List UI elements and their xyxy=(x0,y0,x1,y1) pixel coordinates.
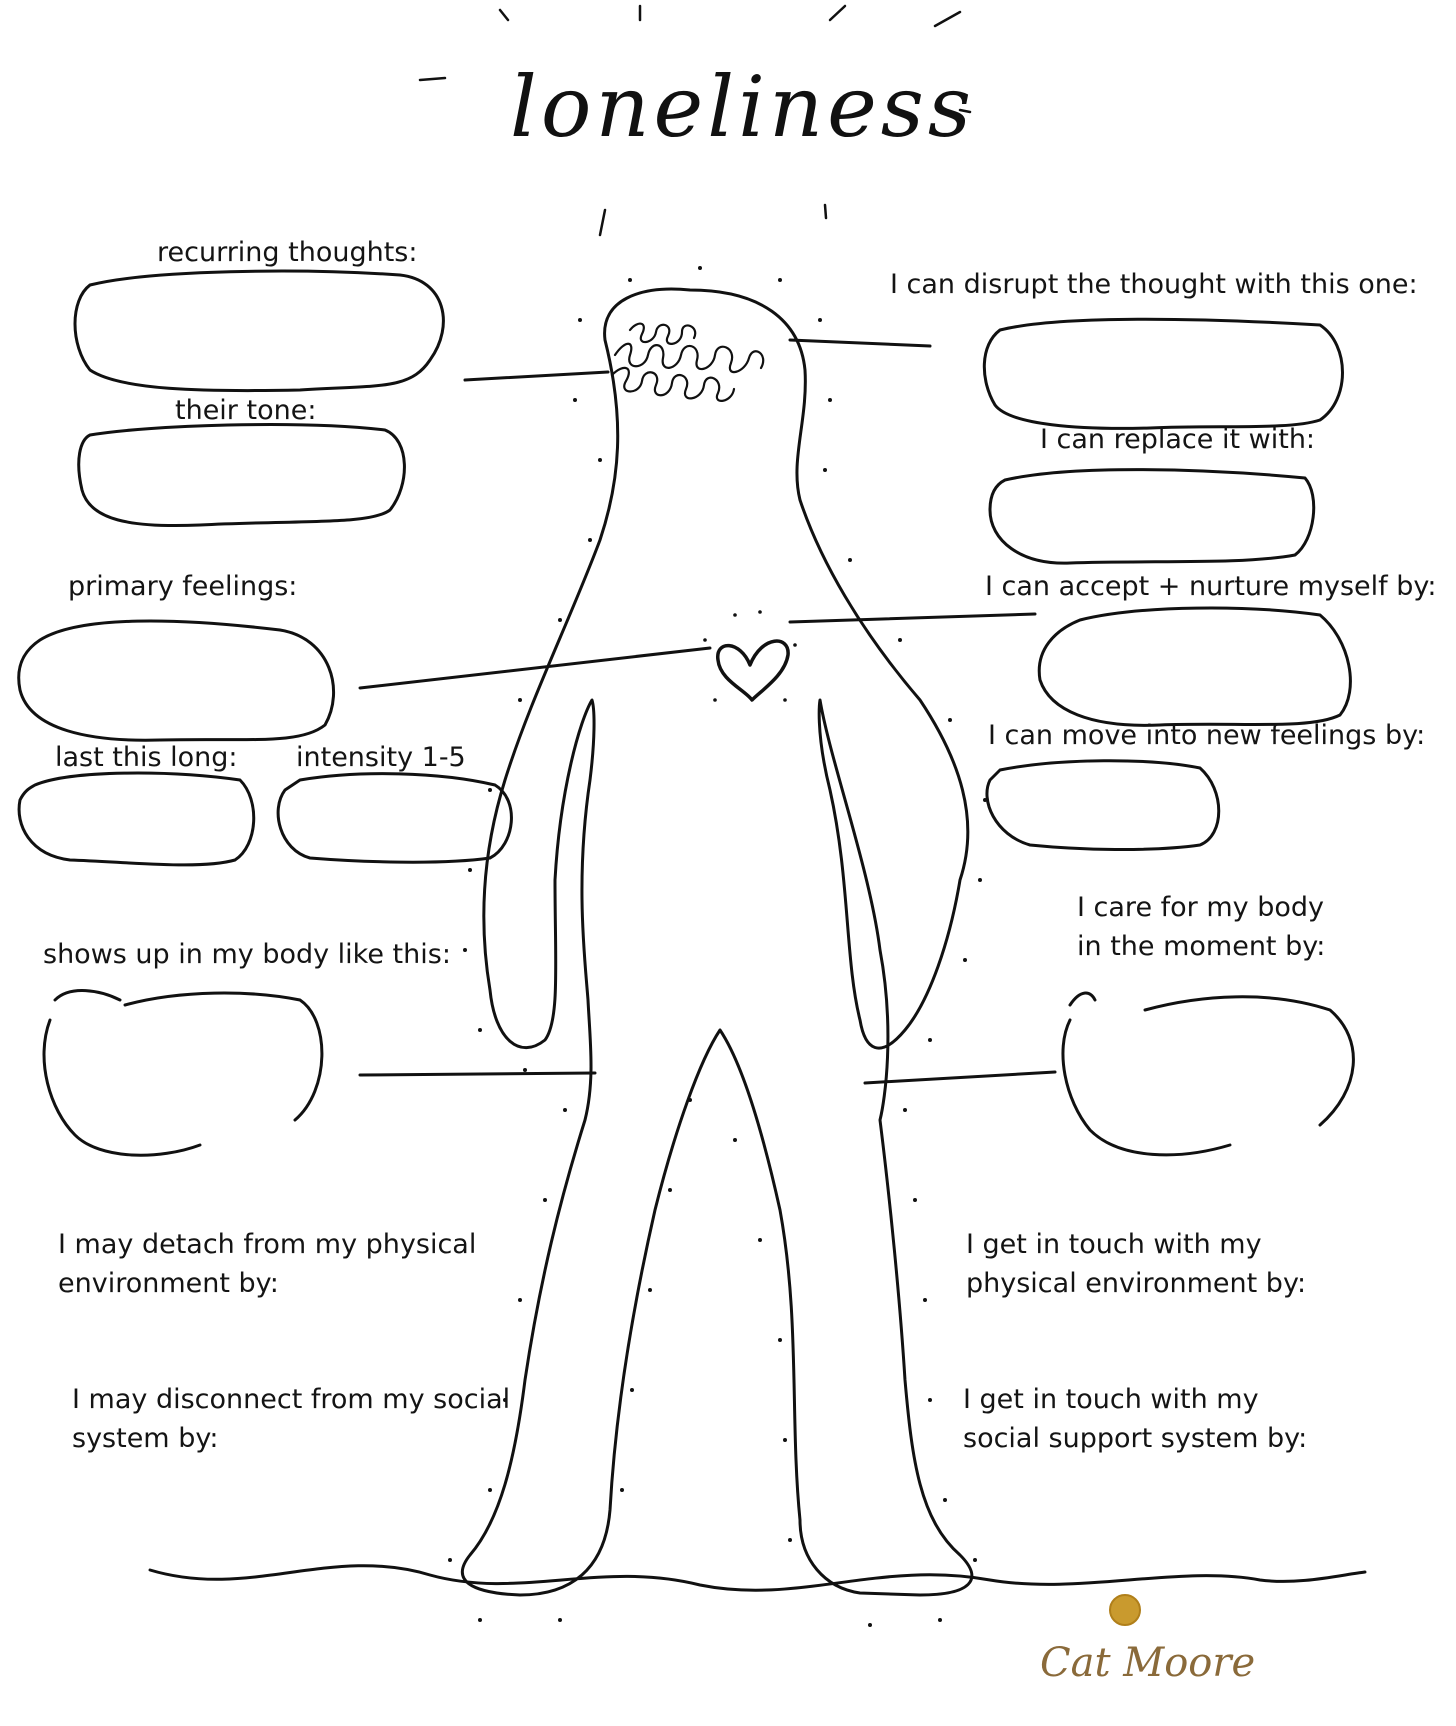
label-disrupt: I can disrupt the thought with this one: xyxy=(890,269,1418,300)
label-detach-line1: I may detach from my physical xyxy=(58,1229,477,1260)
label-disconnect-line1: I may disconnect from my social xyxy=(72,1384,511,1415)
brain-scribble xyxy=(610,322,765,402)
label-replace: I can replace it with: xyxy=(1040,424,1316,455)
label-detach-line2: environment by: xyxy=(58,1268,279,1299)
label-touch-physical-line1: I get in touch with my xyxy=(966,1229,1262,1260)
dotted-aura xyxy=(448,266,987,1627)
figure-outline xyxy=(460,287,974,1597)
cloud-intensity xyxy=(276,772,513,864)
cloud-last-this-long xyxy=(17,771,256,867)
label-intensity: intensity 1-5 xyxy=(296,742,466,773)
label-shows-up: shows up in my body like this: xyxy=(43,939,451,970)
label-touch-social-line2: social support system by: xyxy=(963,1423,1308,1454)
label-care-line1: I care for my body xyxy=(1077,892,1324,923)
cloud-disrupt xyxy=(982,317,1344,430)
title-rays xyxy=(418,4,972,237)
label-touch-social-line1: I get in touch with my xyxy=(963,1384,1259,1415)
ground-line xyxy=(148,1564,1367,1592)
cloud-recurring-thoughts xyxy=(73,269,445,393)
cloud-primary-feelings xyxy=(17,619,336,742)
label-last-this-long: last this long: xyxy=(55,742,238,773)
cloud-accept xyxy=(1037,606,1352,727)
label-accept: I can accept + nurture myself by: xyxy=(985,571,1437,602)
cloud-their-tone xyxy=(77,423,406,528)
signature: Cat Moore xyxy=(1040,1640,1256,1686)
label-their-tone: their tone: xyxy=(175,395,317,426)
cloud-move xyxy=(985,759,1221,852)
label-touch-physical-line2: physical environment by: xyxy=(966,1268,1307,1299)
page-title: loneliness xyxy=(510,58,976,156)
seal-icon xyxy=(1109,1594,1141,1626)
label-primary-feelings: primary feelings: xyxy=(68,571,298,602)
heart-icon xyxy=(716,639,790,702)
label-disconnect-line2: system by: xyxy=(72,1423,219,1454)
cloud-replace xyxy=(988,468,1316,565)
label-care-line2: in the moment by: xyxy=(1077,931,1326,962)
cloud-care-body xyxy=(1061,991,1355,1157)
label-move: I can move into new feelings by: xyxy=(988,720,1426,751)
cloud-body xyxy=(42,989,324,1157)
label-recurring-thoughts: recurring thoughts: xyxy=(157,237,418,268)
